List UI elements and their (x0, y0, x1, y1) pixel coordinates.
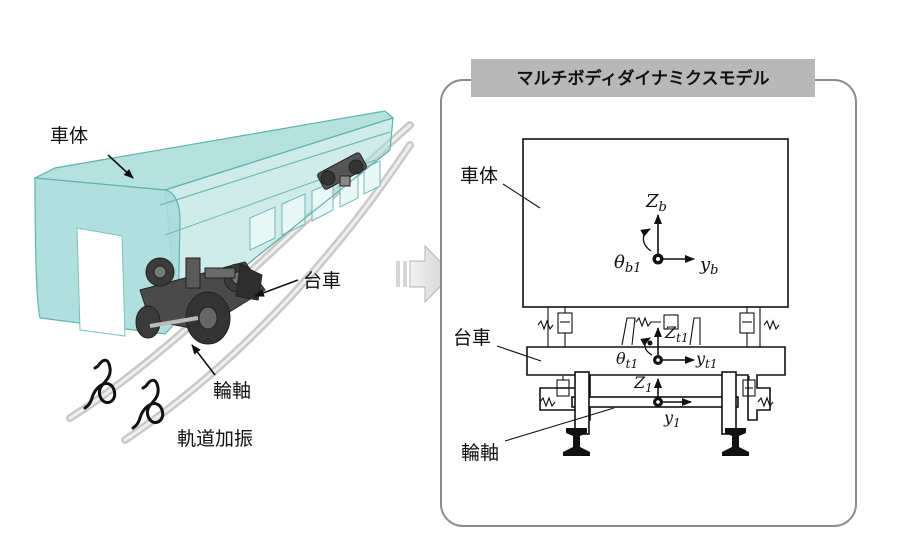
symbol-z1: Z1 (633, 373, 653, 395)
symbol-yb: yb (699, 254, 719, 278)
model-rails (563, 428, 749, 456)
axes-bogie (640, 327, 695, 364)
front-bogie (135, 257, 266, 345)
model-car-body (522, 138, 789, 308)
symbol-zb: Zb (645, 191, 667, 215)
origin-markers (647, 253, 664, 407)
secondary-suspension (537, 307, 780, 347)
symbol-theta-b1: θb1 (614, 252, 641, 276)
symbol-zt1: Zt1 (664, 323, 689, 345)
car-windows (249, 160, 381, 251)
flow-arrow-icon (396, 244, 454, 304)
symbol-theta-t1: θt1 (616, 349, 638, 371)
label-track-excitation: 軌道加振 (177, 428, 253, 450)
label-car-body-model: 車体 (460, 165, 498, 187)
label-wheelset-left: 輪軸 (213, 380, 251, 402)
label-wheelset-model: 輪軸 (461, 442, 499, 464)
symbol-yt1: yt1 (695, 349, 718, 371)
primary-suspension (539, 376, 774, 408)
vehicle-3d-illustration: 車体 台車 輪軸 軌道加振 (32, 110, 414, 450)
car-door (76, 227, 126, 337)
model-leader-lines (496, 183, 615, 442)
label-car-body-left: 車体 (50, 125, 88, 147)
rear-bogie (317, 152, 367, 190)
model-title: マルチボディダイナミクスモデル (517, 68, 770, 89)
track-excitation-waves (83, 358, 165, 430)
model-panel: マルチボディダイナミクスモデル (440, 59, 857, 527)
symbol-y1: y1 (663, 408, 681, 430)
axes-car-body (640, 214, 695, 263)
label-bogie-model: 台車 (453, 327, 491, 349)
model-title-bar (471, 59, 815, 97)
left-leader-lines (107, 154, 299, 376)
label-bogie-left: 台車 (303, 270, 341, 292)
